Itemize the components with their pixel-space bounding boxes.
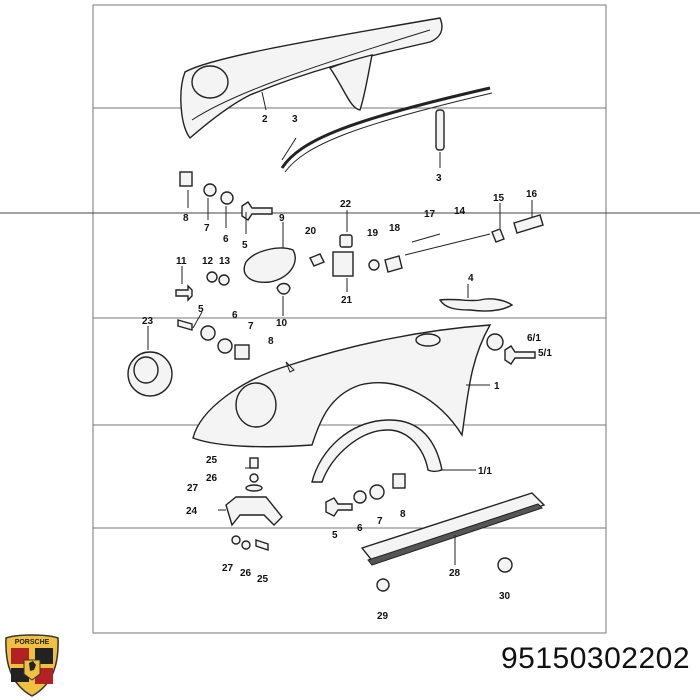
label-6a: 6 — [223, 234, 229, 245]
label-29: 29 — [377, 611, 389, 622]
part-2-upper-panel — [180, 17, 443, 140]
parts-14-19 — [368, 200, 544, 273]
part-1-front-fender — [192, 324, 492, 448]
part-1-1-wheel-liner — [311, 419, 476, 483]
label-8c: 8 — [400, 509, 406, 520]
label-30: 30 — [499, 591, 511, 602]
hardware-row-2 — [175, 271, 291, 302]
label-11: 11 — [176, 256, 187, 267]
label-26a: 26 — [206, 473, 218, 484]
leader-lines — [181, 198, 284, 511]
hardware-row-3 — [177, 319, 536, 365]
part-9-fuel-flap — [243, 222, 296, 283]
label-27b: 27 — [222, 563, 234, 574]
label-26b: 26 — [240, 568, 252, 579]
label-18: 18 — [389, 223, 401, 234]
label-2: 2 — [262, 114, 268, 125]
label-3b: 3 — [436, 173, 442, 184]
label-25a: 25 — [206, 455, 218, 466]
label-14: 14 — [454, 206, 466, 217]
label-1-1: 1/1 — [478, 466, 492, 477]
label-21: 21 — [341, 295, 353, 306]
label-7c: 7 — [377, 516, 383, 527]
label-17: 17 — [424, 209, 436, 220]
label-7b: 7 — [248, 321, 254, 332]
label-4: 4 — [468, 273, 474, 284]
hardware-row-4 — [325, 473, 406, 517]
label-1: 1 — [494, 381, 500, 392]
label-6c: 6 — [357, 523, 363, 534]
label-28: 28 — [449, 568, 461, 579]
part-28-rocker-panel — [360, 492, 546, 566]
label-25b: 25 — [257, 574, 269, 585]
part-3-strips — [280, 86, 493, 173]
label-20: 20 — [305, 226, 317, 237]
label-16: 16 — [526, 189, 538, 200]
part-4-bracket — [438, 284, 514, 312]
part-23-headlight-ring — [127, 326, 173, 397]
logo-wordmark: PORSCHE — [15, 639, 50, 646]
label-12: 12 — [202, 256, 214, 267]
porsche-crest-logo: PORSCHE — [5, 634, 59, 697]
label-22: 22 — [340, 199, 352, 210]
hardware-row-1 — [179, 171, 273, 221]
label-5a: 5 — [242, 240, 248, 251]
parts-24-27-bracket — [225, 457, 283, 551]
label-27a: 27 — [187, 483, 199, 494]
label-13: 13 — [219, 256, 231, 267]
label-19: 19 — [367, 228, 379, 239]
label-10: 10 — [276, 318, 288, 329]
part-number: 95150302202 — [500, 642, 690, 675]
label-5-1: 5/1 — [538, 348, 552, 359]
label-15: 15 — [493, 193, 505, 204]
label-24: 24 — [186, 506, 198, 517]
label-3a: 3 — [292, 114, 298, 125]
label-23: 23 — [142, 316, 154, 327]
label-5c: 5 — [332, 530, 338, 541]
label-5b: 5 — [198, 304, 204, 315]
label-8b: 8 — [268, 336, 274, 347]
label-6b: 6 — [232, 310, 238, 321]
label-9: 9 — [279, 213, 285, 224]
label-8a: 8 — [183, 213, 189, 224]
label-7a: 7 — [204, 223, 210, 234]
label-6-1: 6/1 — [527, 333, 541, 344]
diagram-frame — [92, 4, 607, 634]
parts-29-30-nuts — [376, 557, 513, 592]
parts-20-21-22 — [309, 210, 354, 292]
